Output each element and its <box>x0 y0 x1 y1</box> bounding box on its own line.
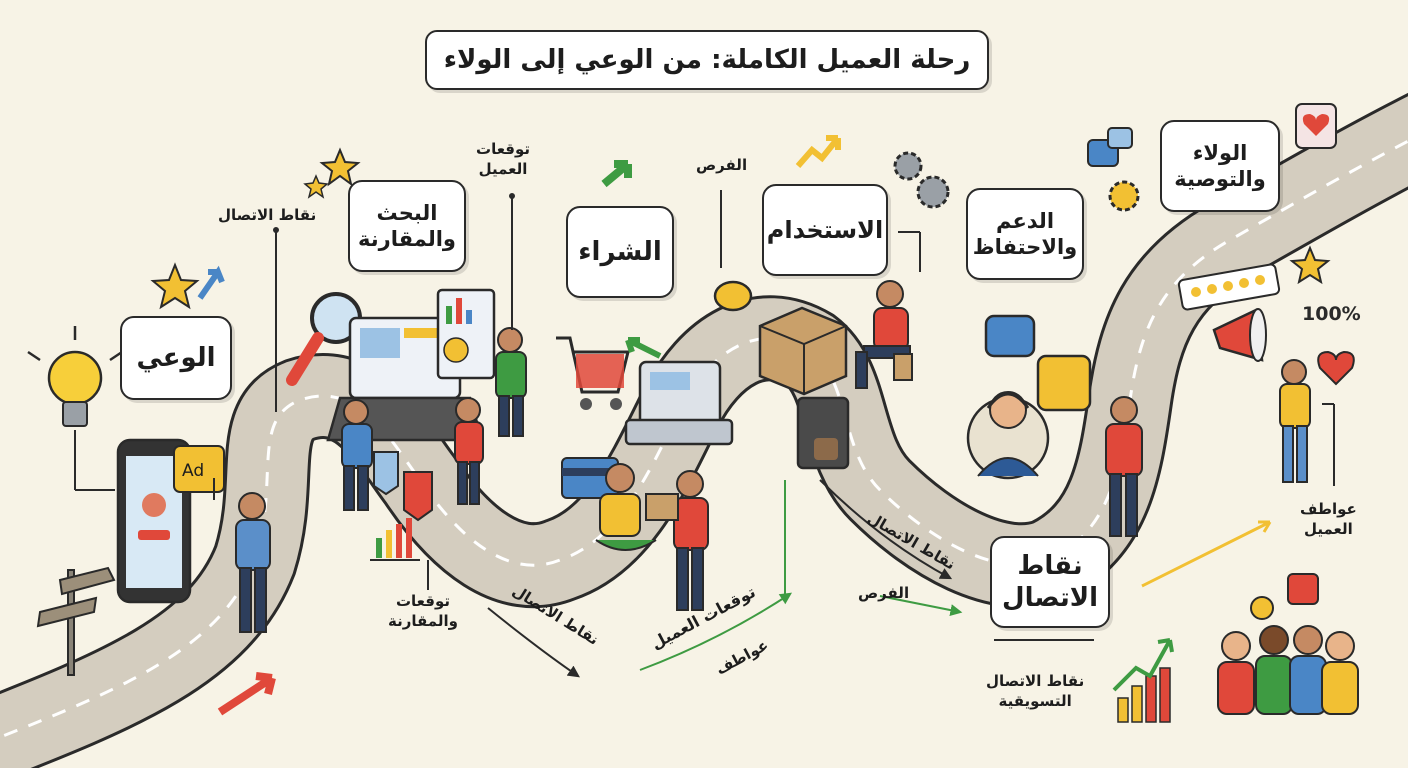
label-customer-emotions: عواطف العميل <box>1300 500 1357 538</box>
heart-icon <box>1295 103 1355 386</box>
support-agent-icon <box>966 391 1050 480</box>
label-touchpoints-top: نقاط الاتصال <box>218 206 317 224</box>
people-research <box>341 327 527 511</box>
small-bar-chart-icon <box>370 518 420 561</box>
package-box-icon <box>758 306 848 396</box>
rating-stars-icon <box>1177 245 1331 311</box>
person-support <box>1105 396 1143 537</box>
connector-lines <box>213 193 1272 678</box>
label-expectations-top: توقعات العميل <box>476 140 531 178</box>
growth-chart-icon <box>1112 638 1174 723</box>
chat-bubbles-icon <box>984 127 1133 412</box>
star-icon <box>150 262 225 310</box>
stage-support: الدعم والاحتفاظ <box>966 188 1084 280</box>
coin-icon <box>713 190 753 312</box>
percent-badge: 100% <box>1302 303 1361 325</box>
coffee-machine-icon <box>796 396 850 470</box>
stage-touchpoints: نقاط الاتصال <box>990 536 1110 628</box>
person-loyalty <box>1279 359 1335 486</box>
road <box>0 92 1408 768</box>
price-tags-icon <box>373 451 433 522</box>
shopping-cart-icon <box>556 336 630 410</box>
yellow-arrow-icon <box>795 135 841 168</box>
stage-usage: الاستخدام <box>762 184 888 276</box>
magnifier-icon <box>286 292 362 386</box>
happy-group-icon <box>1217 573 1359 715</box>
label-opportunities-top: الفرص <box>696 156 748 174</box>
label-expectations-comparison: توقعات والمقارنة <box>388 592 458 630</box>
red-arrow-icon <box>217 672 276 716</box>
dashboard-screen-icon <box>436 288 496 380</box>
cash-register-icon <box>624 360 734 446</box>
person-awareness <box>235 492 271 633</box>
phone-ad-icon <box>116 438 225 604</box>
signpost-icon <box>36 566 116 676</box>
stage-purchase: الشراء <box>566 206 674 298</box>
ad-tag: Ad <box>182 461 205 481</box>
page-title: رحلة العميل الكاملة: من الوعي إلى الولاء <box>425 30 989 90</box>
lightbulb-icon <box>27 326 123 491</box>
stars-top-icon <box>303 147 361 199</box>
stage-research: البحث والمقارنة <box>348 180 466 272</box>
green-arrows-icon <box>601 160 662 359</box>
stage-loyalty: الولاء والتوصية <box>1160 120 1280 212</box>
label-marketing-touchpoints: نقاط الاتصال التسويقية <box>986 672 1085 710</box>
gear-icon <box>893 151 1140 212</box>
label-opportunities-right: الفرص <box>858 584 910 602</box>
people-purchase <box>595 463 709 611</box>
stage-awareness: الوعي <box>120 316 232 400</box>
person-usage <box>855 280 913 389</box>
megaphone-icon <box>1212 308 1267 362</box>
